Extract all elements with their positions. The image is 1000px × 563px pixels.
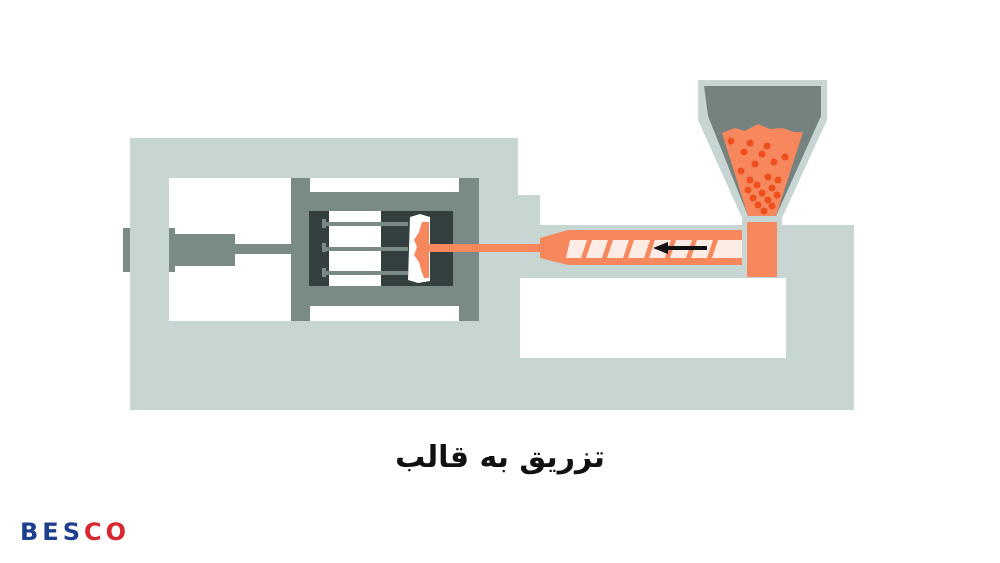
ejector-pins [322,219,408,277]
logo-part-red: CO [83,518,130,546]
plastic-melt-in-hopper [722,124,803,216]
clamping-cylinder [123,228,293,272]
direction-arrow [653,242,707,254]
besco-logo: BESCO [20,518,130,546]
plastic-pellets [727,137,789,215]
molded-part [408,214,430,283]
logo-part-blue: BES [20,518,84,546]
feed-throat [747,222,777,277]
hopper [698,80,827,218]
diagram-caption: تزریق به قالب [395,440,605,475]
